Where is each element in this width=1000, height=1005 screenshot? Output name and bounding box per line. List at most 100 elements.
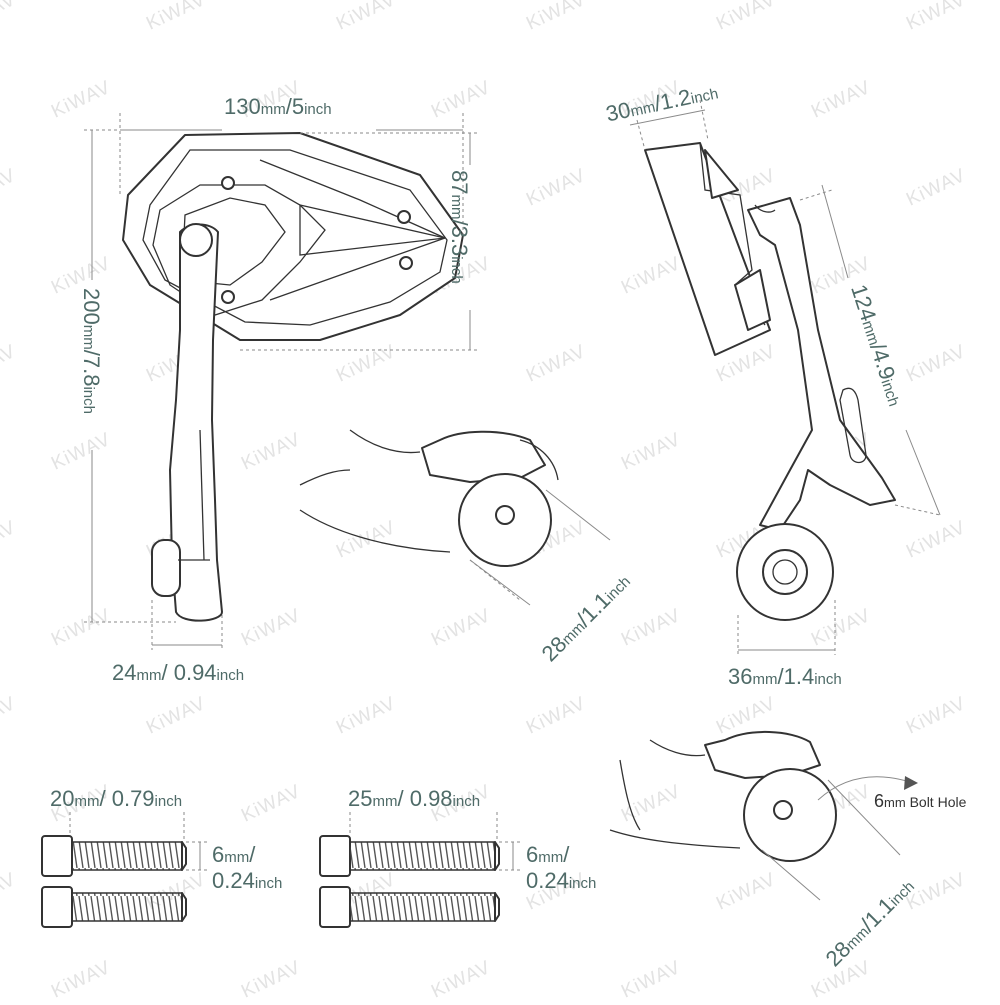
bolt-short-length-label: 20mm/ 0.79inch [50,788,182,810]
front-height-inch-unit: inch [448,256,465,284]
watermark-text: KiWAV [143,0,209,35]
watermark-text: KiWAV [523,341,589,387]
watermark-text: KiWAV [428,605,494,651]
front-base-width-inch-unit: inch [216,667,245,684]
mirror-front-view [122,132,464,622]
bolt-short-length-mm: 20 [50,786,75,811]
watermark-text: KiWAV [808,77,874,123]
bolt-short-diameter-inch-label: 0.24inch [212,870,282,892]
front-total-height-label: 200mm/7.8inch [79,288,104,414]
bolt-short-diameter-mm-label: 6mm/ [212,844,255,866]
bolt-short-top [41,835,187,877]
bolt-long-length-sep: / [397,786,410,811]
clamp-detail-2-dimension-lines [761,779,901,901]
watermark-text: KiWAV [618,429,684,475]
front-total-height-mm: 200 [79,288,104,325]
front-width-mm-unit: mm [260,101,286,118]
watermark-text: KiWAV [523,165,589,211]
bolt-long-diameter-mm: 6 [526,842,539,867]
bolt-short-diameter-inch-unit: inch [254,875,283,892]
watermark-text: KiWAV [48,77,114,123]
bolt-long-top [319,835,500,877]
watermark-text: KiWAV [143,693,209,739]
bolt-long-length-inch-unit: inch [452,793,481,810]
watermark-text: KiWAV [713,0,779,35]
mirror-front-dimension-lines [84,113,478,650]
clamp-detail-2 [609,731,918,862]
watermark-text: KiWAV [333,517,399,563]
bolt-hole-num: 6 [874,791,885,811]
front-base-width-label: 24mm/ 0.94inch [112,662,244,684]
watermark-text: KiWAV [618,781,684,827]
bolt-short-diameter-mm-unit: mm [224,849,250,866]
side-base-width-label: 36mm/1.4inch [728,666,842,688]
watermark-text: KiWAV [903,0,969,35]
front-total-height-inch: 7.8 [79,355,104,387]
bolt-dimension-lines [69,812,520,871]
bolt-long-diameter-inch-unit: inch [568,875,597,892]
bolt-long-diameter-sep: / [563,842,570,867]
watermark-text: KiWAV [618,957,684,1000]
bolt-hole-text: Bolt Hole [905,794,967,810]
front-base-width-sep: / [161,660,174,685]
front-total-height-inch-unit: inch [80,386,97,414]
watermark-text: KiWAV [523,0,589,35]
watermark-text: KiWAV [333,0,399,35]
front-base-width-mm: 24 [112,660,137,685]
watermark-text: KiWAV [238,957,304,1000]
front-width-inch: 5 [291,94,305,119]
watermark-text: KiWAV [428,957,494,1000]
watermark-text: KiWAV [713,869,779,915]
side-base-width-inch-unit: inch [814,671,842,688]
watermark-text: KiWAV [903,517,969,563]
bolt-long-diameter-mm-unit: mm [538,849,564,866]
watermark-text: KiWAV [618,605,684,651]
bolt-long-length-mm-unit: mm [372,793,398,810]
clamp-detail-1-dimension-lines [469,489,611,606]
watermark-text: KiWAV [238,605,304,651]
bolt-long-diameter-inch: 0.24 [526,868,569,893]
bolt-short-diameter-mm: 6 [212,842,225,867]
watermark-text: KiWAV [0,517,19,563]
bolt-long-diameter-inch-label: 0.24inch [526,870,596,892]
watermark-text: KiWAV [0,0,19,35]
front-total-height-mm-unit: mm [80,324,97,350]
bolt-short-length-inch: 0.79 [111,786,155,811]
watermark-text: KiWAV [48,605,114,651]
bolt-short-length-sep: / [99,786,112,811]
side-base-width-mm: 36 [728,664,753,689]
bolt-short-length-mm-unit: mm [74,793,100,810]
watermark-text: KiWAV [333,693,399,739]
bolt-long-bottom [319,886,500,928]
watermark-text: KiWAV [48,957,114,1000]
front-width-sep: / [285,94,292,119]
front-base-width-inch: 0.94 [173,660,217,685]
side-base-width-mm-unit: mm [752,671,778,688]
clamp-detail-1 [299,429,559,567]
bolt-hole-unit: mm [884,795,906,810]
watermark-text: KiWAV [238,429,304,475]
watermark-text: KiWAV [618,253,684,299]
watermark-text: KiWAV [0,341,19,387]
watermark-text: KiWAV [333,341,399,387]
mirror-side-dimension-lines [629,99,941,655]
bolt-long-length-label: 25mm/ 0.98inch [348,788,480,810]
watermark-text: KiWAV [0,165,19,211]
side-base-width-inch: 1.4 [783,664,815,689]
bolt-long-length-inch: 0.98 [409,786,453,811]
watermark-text: KiWAV [238,781,304,827]
bolt-long-diameter-mm-label: 6mm/ [526,844,569,866]
mirror-side-view [644,142,896,621]
front-height-inch: 3.3 [447,225,472,257]
watermark-text: KiWAV [48,429,114,475]
watermark-text: KiWAV [428,77,494,123]
watermark-text: KiWAV [903,693,969,739]
front-height-mm: 87 [447,170,472,195]
side-thickness-mm: 30 [603,96,633,127]
front-height-mm-unit: mm [448,194,465,220]
bolt-short-length-inch-unit: inch [154,793,183,810]
front-width-inch-unit: inch [304,101,332,118]
bolt-short-diameter-sep: / [249,842,256,867]
watermark-text: KiWAV [903,341,969,387]
